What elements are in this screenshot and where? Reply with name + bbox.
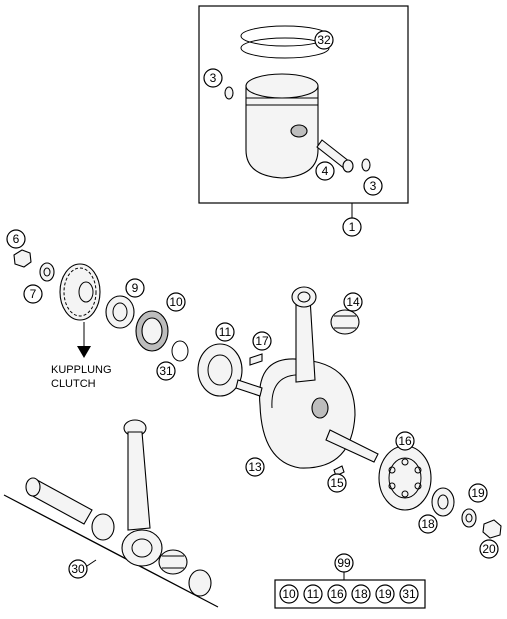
callout-15[interactable]: 15 xyxy=(327,473,347,493)
callout-7[interactable]: 7 xyxy=(23,284,43,304)
callout-3-right[interactable]: 3 xyxy=(363,176,383,196)
callout-11[interactable]: 11 xyxy=(215,322,235,342)
kit-item-31[interactable]: 31 xyxy=(399,584,419,604)
svg-text:11: 11 xyxy=(307,587,320,601)
svg-text:16: 16 xyxy=(398,434,412,448)
svg-text:3: 3 xyxy=(370,179,377,193)
clutch-label-en: CLUTCH xyxy=(51,378,96,390)
conrod-kit-connecting-rod xyxy=(121,419,163,567)
conrod-kit-tray xyxy=(3,494,219,608)
conrod-kit-piston-pin xyxy=(25,477,93,525)
callout-13[interactable]: 13 xyxy=(245,457,265,477)
svg-text:20: 20 xyxy=(482,542,496,556)
spacer-ring xyxy=(105,295,135,329)
small-end-bearing xyxy=(330,309,360,335)
piston xyxy=(245,73,319,179)
svg-text:4: 4 xyxy=(322,164,329,178)
conrod-kit-needle-bearing xyxy=(158,549,188,575)
kit-items: 10 11 16 18 19 31 xyxy=(279,584,419,604)
right-main-bearing xyxy=(378,445,432,511)
callout-19[interactable]: 19 xyxy=(468,483,488,503)
callout-14[interactable]: 14 xyxy=(343,292,363,312)
clutch-label-de: KUPPLUNG xyxy=(51,364,112,376)
kit-item-16[interactable]: 16 xyxy=(327,584,347,604)
svg-text:10: 10 xyxy=(282,587,296,601)
woodruff-key-left xyxy=(249,353,263,366)
piston-group-frame xyxy=(198,5,409,204)
callout-9[interactable]: 9 xyxy=(125,278,145,298)
svg-text:3: 3 xyxy=(210,71,217,85)
crankshaft-assembly xyxy=(235,286,379,469)
svg-text:19: 19 xyxy=(378,587,392,601)
primary-gear xyxy=(59,263,101,321)
callout-1[interactable]: 1 xyxy=(342,217,362,237)
svg-text:32: 32 xyxy=(317,33,331,47)
right-nut xyxy=(482,519,502,539)
svg-text:16: 16 xyxy=(330,587,344,601)
callout-16[interactable]: 16 xyxy=(395,431,415,451)
callout-6[interactable]: 6 xyxy=(6,229,26,249)
callout-31[interactable]: 31 xyxy=(156,361,176,381)
piston-pin xyxy=(316,139,354,173)
svg-text:17: 17 xyxy=(255,334,269,348)
svg-text:7: 7 xyxy=(30,287,37,301)
lock-washer xyxy=(39,262,55,282)
callout-18[interactable]: 18 xyxy=(418,514,438,534)
callout-30[interactable]: 30 xyxy=(68,559,88,579)
svg-text:18: 18 xyxy=(421,517,435,531)
conrod-kit-thrust-washer-right xyxy=(188,569,212,597)
callout-17[interactable]: 17 xyxy=(252,331,272,351)
svg-text:11: 11 xyxy=(219,325,232,339)
left-main-bearing xyxy=(197,343,243,397)
svg-text:13: 13 xyxy=(248,460,262,474)
svg-text:10: 10 xyxy=(169,295,183,309)
shaft-seal xyxy=(135,310,169,352)
svg-text:19: 19 xyxy=(471,486,485,500)
svg-text:18: 18 xyxy=(354,587,368,601)
svg-text:31: 31 xyxy=(159,364,173,378)
crankshaft-nut xyxy=(13,249,32,268)
kit-item-19[interactable]: 19 xyxy=(375,584,395,604)
svg-text:14: 14 xyxy=(346,295,360,309)
svg-text:31: 31 xyxy=(402,587,416,601)
conrod-kit-thrust-washer-left xyxy=(91,513,115,541)
kit-item-18[interactable]: 18 xyxy=(351,584,371,604)
callout-10[interactable]: 10 xyxy=(166,292,186,312)
svg-text:6: 6 xyxy=(13,232,20,246)
svg-text:9: 9 xyxy=(132,281,139,295)
piston-circlip-right xyxy=(361,158,371,172)
callout-4[interactable]: 4 xyxy=(315,161,335,181)
kit-box xyxy=(274,579,426,609)
o-ring xyxy=(171,340,189,362)
right-washer xyxy=(461,508,477,528)
svg-text:15: 15 xyxy=(330,476,344,490)
callout-3-left[interactable]: 3 xyxy=(203,68,223,88)
svg-text:30: 30 xyxy=(71,562,85,576)
svg-text:1: 1 xyxy=(349,220,356,234)
shim-washer xyxy=(431,487,455,517)
callout-20[interactable]: 20 xyxy=(479,539,499,559)
kit-item-10[interactable]: 10 xyxy=(279,584,299,604)
callout-32[interactable]: 32 xyxy=(314,30,334,50)
svg-text:99: 99 xyxy=(337,556,351,570)
piston-circlip-left xyxy=(224,86,234,100)
clutch-arrow xyxy=(77,322,91,358)
callout-99[interactable]: 99 xyxy=(334,553,354,573)
kit-item-11[interactable]: 11 xyxy=(303,584,323,604)
